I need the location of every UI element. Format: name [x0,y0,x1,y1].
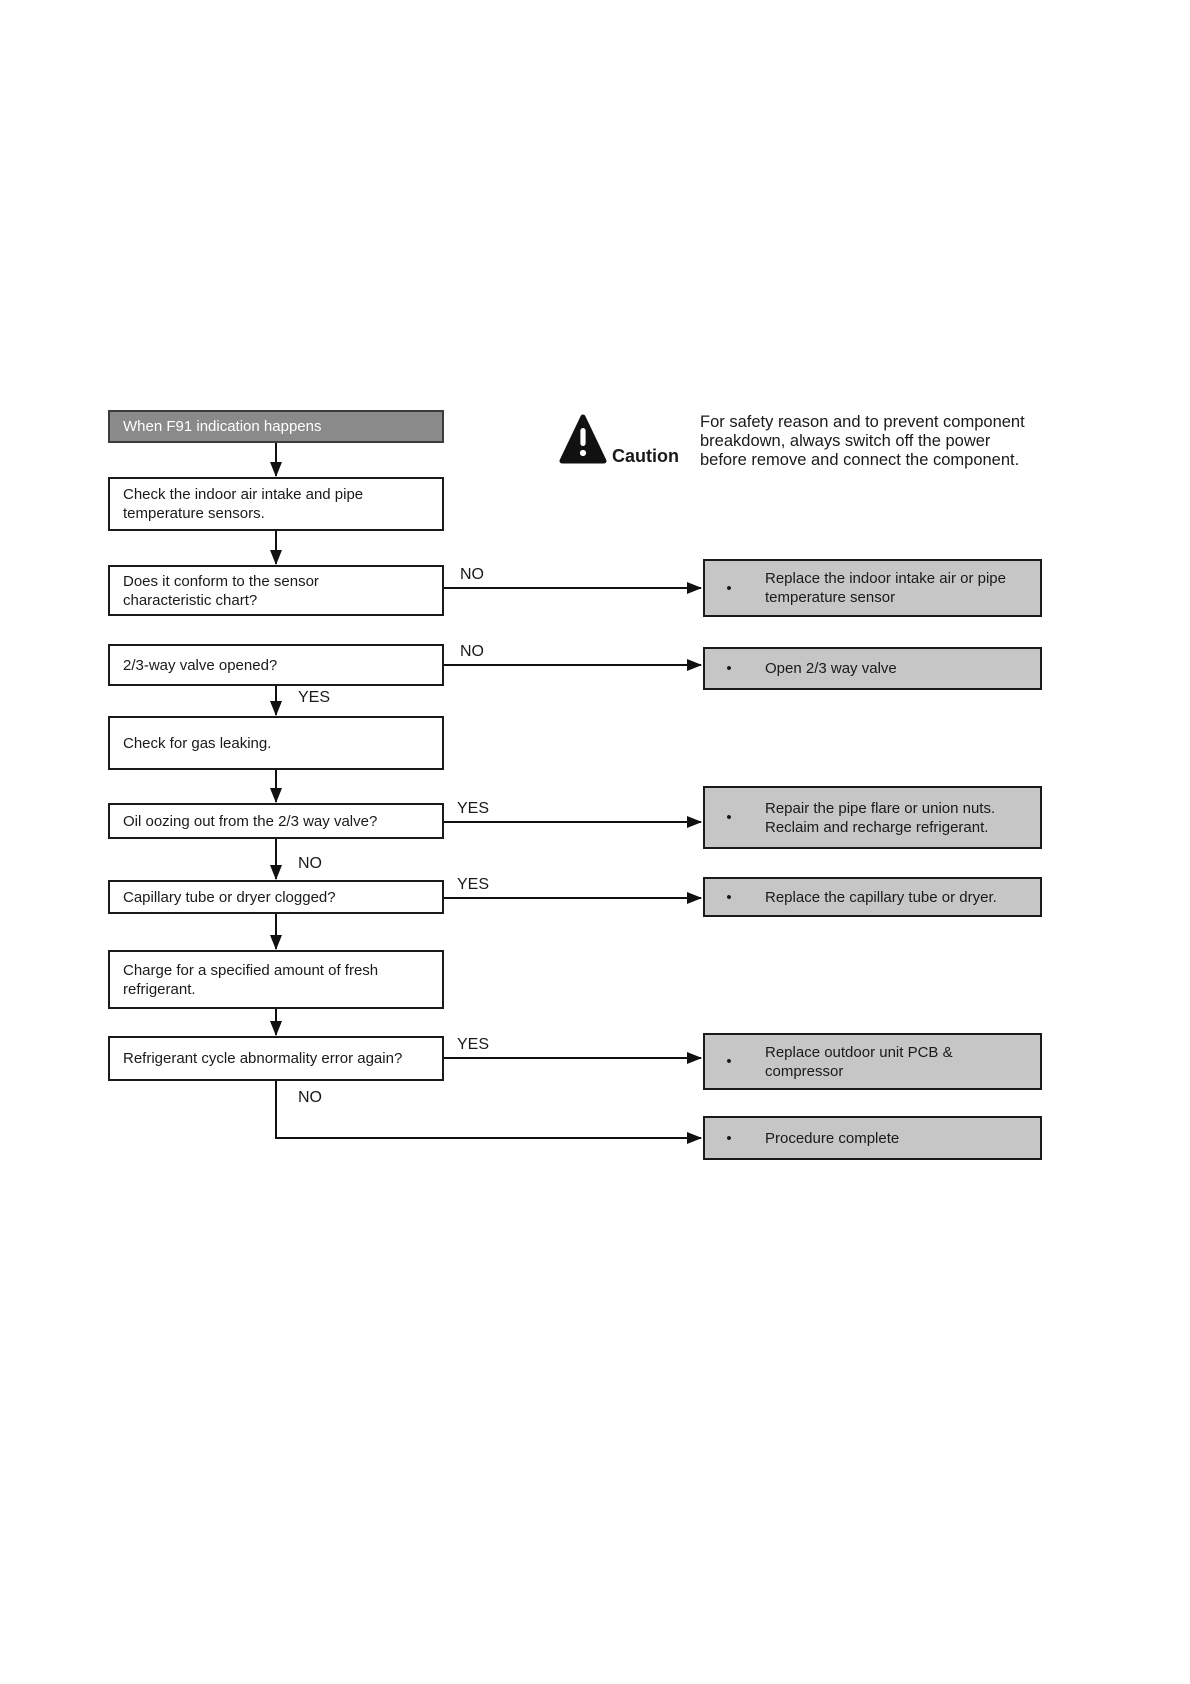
branch-label-yes: YES [457,800,490,817]
flow-result-replace-capillary: • Replace the capillary tube or dryer. [703,877,1042,917]
flow-result-label: Open 2/3 way valve [765,660,897,677]
flow-step-label: Does it conform to the sensor characteri… [123,572,319,609]
branch-label-yes: YES [457,1036,490,1053]
flow-result-procedure-complete: • Procedure complete [703,1116,1042,1160]
flow-step-cycle-error-again: Refrigerant cycle abnormality error agai… [108,1036,444,1081]
bullet-icon: • [726,888,732,906]
flow-step-label: Capillary tube or dryer clogged? [123,888,336,906]
branch-label-no: NO [460,643,484,660]
flow-result-label: Procedure complete [765,1129,900,1147]
bullet-icon: • [726,660,732,677]
flow-step-label: Check for gas leaking. [123,734,272,752]
warning-triangle-icon [559,414,607,464]
flow-step-valve-opened: 2/3-way valve opened? [108,644,444,686]
bullet-icon: • [726,1129,732,1147]
flow-step-gas-leaking: Check for gas leaking. [108,716,444,770]
branch-label-no: NO [298,855,322,872]
flow-step-check-sensors: Check the indoor air intake and pipe tem… [108,477,444,531]
bullet-icon: • [726,809,732,826]
flow-step-conform-chart: Does it conform to the sensor characteri… [108,565,444,616]
flow-step-label: Check the indoor air intake and pipe tem… [123,486,364,522]
bullet-icon: • [726,1053,732,1070]
flow-result-open-valve: • Open 2/3 way valve [703,647,1042,690]
flow-result-repair-flare: • Repair the pipe flare or union nuts. R… [703,786,1042,849]
flow-result-replace-sensor: • Replace the indoor intake air or pipe … [703,559,1042,617]
flow-result-label: Repair the pipe flare or union nuts. Rec… [765,799,996,836]
flow-step-capillary-clogged: Capillary tube or dryer clogged? [108,880,444,914]
connector-cycle-no-to-procedure-complete [275,1081,702,1144]
branch-label-no: NO [460,566,484,583]
flow-result-label: Replace the indoor intake air or pipe te… [765,570,1006,606]
flow-step-charge-refrigerant: Charge for a specified amount of fresh r… [108,950,444,1009]
flow-step-label: Oil oozing out from the 2/3 way valve? [123,812,378,830]
flow-result-label: Replace outdoor unit PCB & compressor [765,1043,953,1080]
branch-label-yes: YES [457,876,490,893]
branch-label-no: NO [298,1089,322,1106]
caution-label: Caution [612,446,679,466]
bullet-icon: • [726,579,732,597]
flow-step-label: 2/3-way valve opened? [123,656,278,674]
flow-start-label: When F91 indication happens [123,418,322,435]
flow-result-label: Replace the capillary tube or dryer. [765,888,997,906]
caution-note-text: For safety reason and to prevent compone… [700,413,1025,469]
flow-step-label: Refrigerant cycle abnormality error agai… [123,1050,403,1067]
flow-step-label: Charge for a specified amount of fresh r… [123,961,379,998]
flow-result-replace-pcb: • Replace outdoor unit PCB & compressor [703,1033,1042,1090]
branch-label-yes: YES [298,689,331,706]
flow-start-header: When F91 indication happens [108,410,444,443]
flow-step-oil-oozing: Oil oozing out from the 2/3 way valve? [108,803,444,839]
